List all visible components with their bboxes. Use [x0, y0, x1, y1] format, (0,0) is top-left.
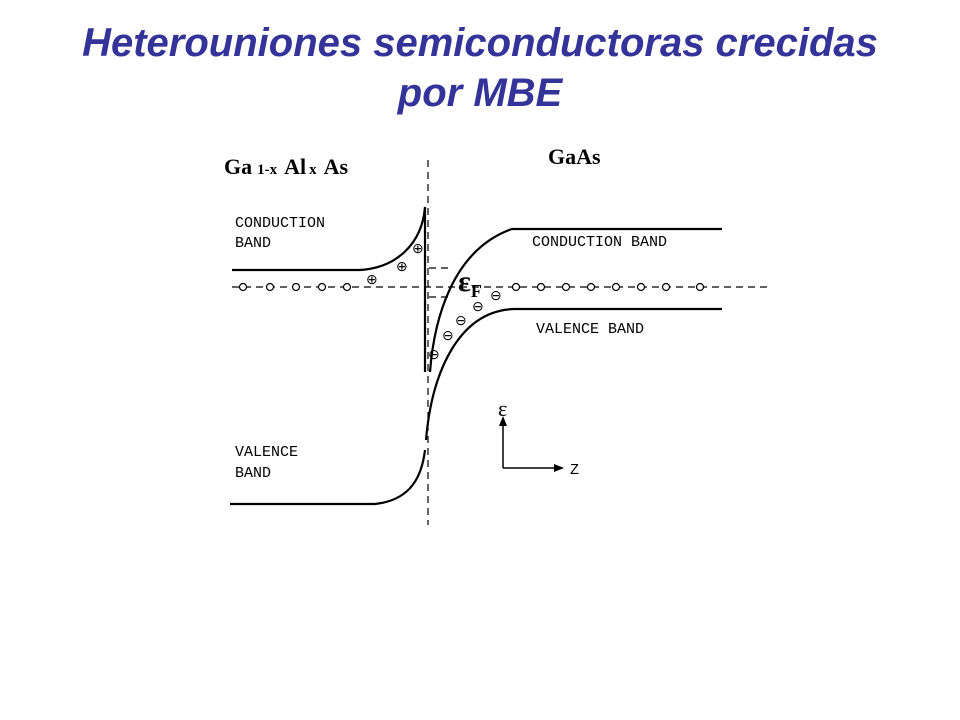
position-axis-label: Z: [570, 462, 579, 479]
left-conduction-label: CONDUCTION BAND: [235, 215, 334, 252]
left-conduction-band: [232, 206, 427, 372]
negative-charge: ⊖: [428, 348, 440, 363]
fermi-level-label: εF: [458, 265, 482, 301]
negative-charge: ⊖: [490, 289, 502, 304]
energy-axis-arrow: [499, 416, 507, 426]
positive-charge: ⊕: [366, 273, 378, 288]
positive-charge: ⊕: [396, 260, 408, 275]
negative-charges: ⊖ ⊖ ⊖ ⊖ ⊖: [428, 289, 502, 363]
left-valence-band: [230, 449, 427, 506]
slide-title: Heterouniones semiconductoras crecidas p…: [0, 18, 960, 118]
right-valence-label: VALENCE BAND: [536, 321, 644, 338]
slide-title-line-1: Heterouniones semiconductoras crecidas: [82, 21, 878, 65]
right-material-label: GaAs: [548, 144, 601, 169]
negative-charge: ⊖: [455, 314, 467, 329]
positive-charges: ⊕ ⊕ ⊕: [366, 242, 424, 288]
left-valence-label: VALENCE BAND: [235, 444, 307, 482]
position-axis-arrow: [554, 464, 564, 472]
energy-axis-label: ε: [498, 396, 507, 421]
right-valence-band: [424, 307, 722, 441]
negative-charge: ⊖: [442, 329, 454, 344]
right-conduction-band: [428, 227, 722, 373]
slide-title-line-2: por MBE: [397, 71, 563, 115]
right-conduction-label: CONDUCTION BAND: [532, 234, 667, 251]
positive-charge: ⊕: [412, 242, 424, 257]
negative-charge: ⊖: [472, 300, 484, 315]
fermi-level-electrons: [238, 282, 705, 292]
axes: ε Z: [498, 396, 579, 479]
